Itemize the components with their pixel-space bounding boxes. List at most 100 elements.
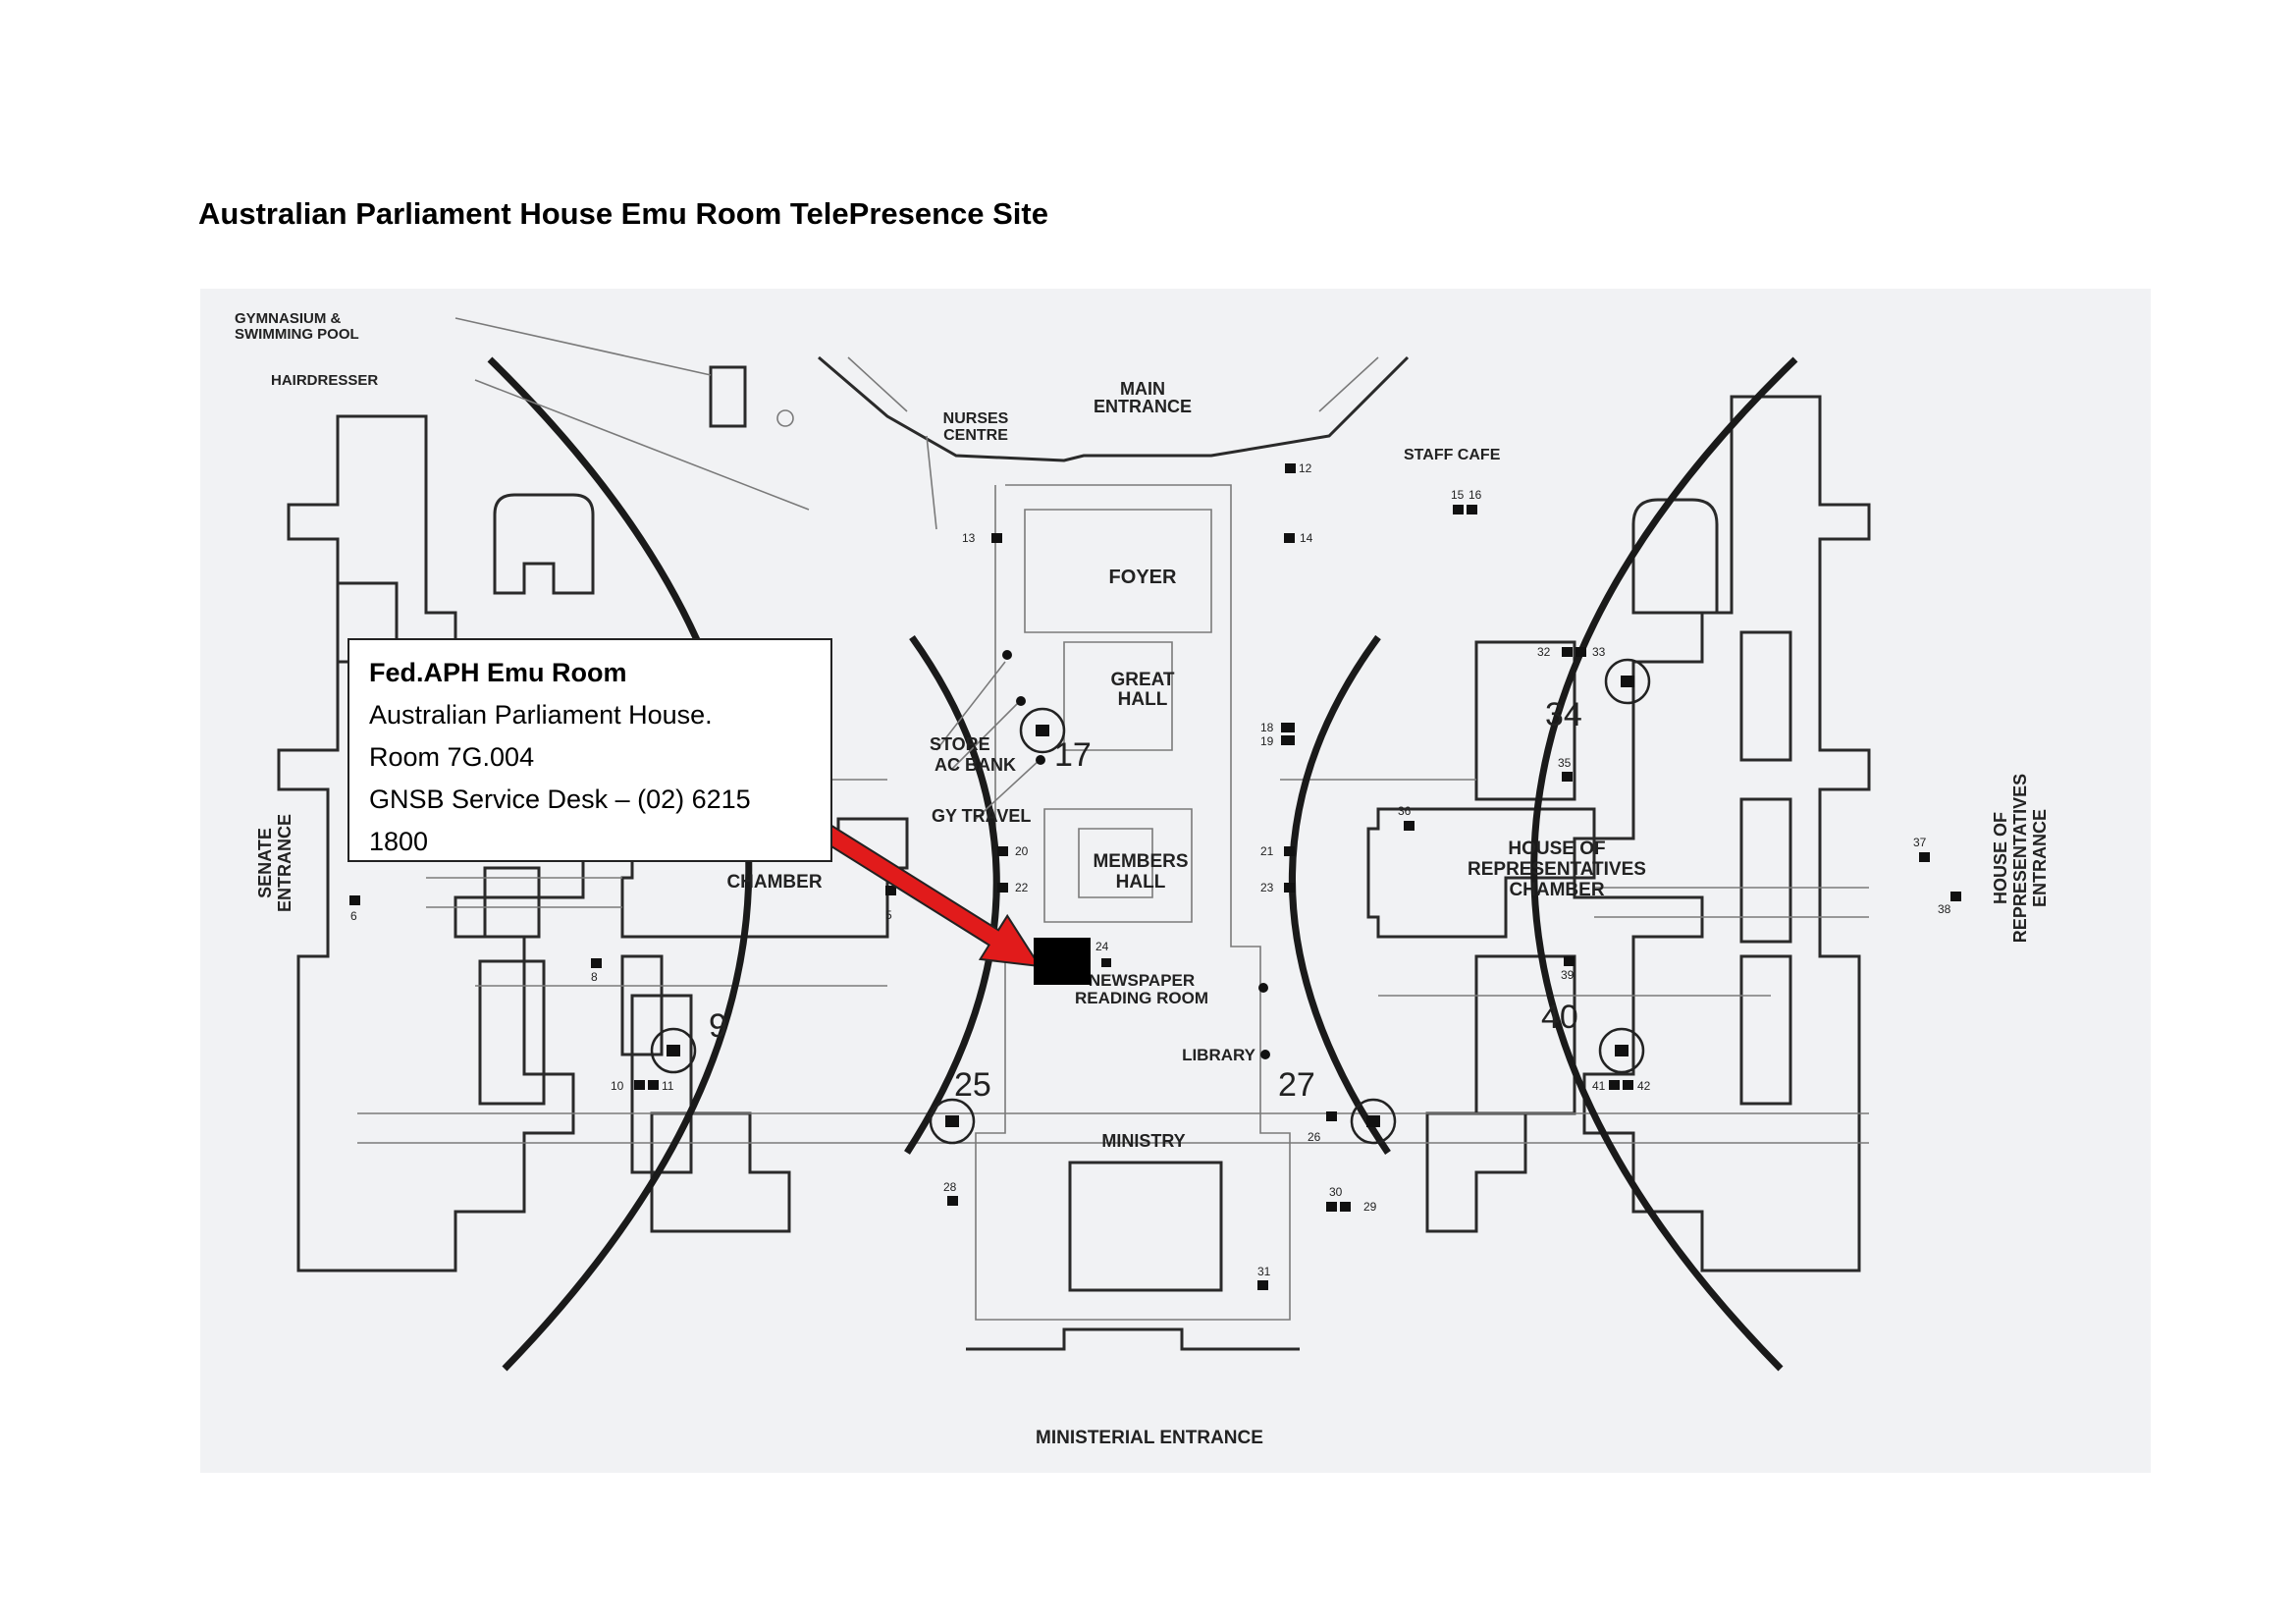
members-hall-label-2: HALL xyxy=(1116,872,1166,893)
reps-entrance-label-2: REPRESENTATIVES xyxy=(2010,774,2030,943)
reps-block-c xyxy=(1739,954,1792,1106)
num-26: 26 xyxy=(1308,1130,1321,1144)
room-number: Room 7G.004 xyxy=(369,742,535,772)
num-35: 35 xyxy=(1558,756,1572,770)
great-hall-label-2: HALL xyxy=(1118,689,1168,710)
floor-plan-svg: GYMNASIUM & SWIMMING POOL HAIRDRESSER MA… xyxy=(235,310,2050,1448)
num-29: 29 xyxy=(1363,1200,1377,1214)
bank-leader xyxy=(950,700,1021,771)
staff-cafe-label: STAFF CAFE xyxy=(1404,447,1501,463)
num-34: 34 xyxy=(1545,696,1582,733)
gym-label: GYMNASIUM & xyxy=(235,310,342,327)
reps-entrance-label-3: ENTRANCE xyxy=(2030,809,2050,907)
marker-9 xyxy=(650,1027,697,1074)
members-hall-outline xyxy=(1043,808,1193,923)
ministerial-forecourt xyxy=(966,1327,1300,1351)
gym-block xyxy=(709,365,747,428)
senate-block-a xyxy=(483,866,541,939)
travel-label: GY TRAVEL xyxy=(932,806,1031,826)
building-name: Australian Parliament House. xyxy=(369,700,713,730)
senate-entrance-label-group: SENATE ENTRANCE xyxy=(255,814,294,912)
num-22: 22 xyxy=(1015,881,1029,894)
num-31: 31 xyxy=(1257,1265,1271,1278)
phone-squares xyxy=(349,463,1961,1290)
marker-34 xyxy=(1604,658,1651,705)
num-38: 38 xyxy=(1938,902,1951,916)
library-dot xyxy=(1260,1050,1270,1059)
marker-25 xyxy=(929,1098,976,1145)
num-6: 6 xyxy=(350,909,357,923)
num-11: 11 xyxy=(662,1079,674,1093)
num-19: 19 xyxy=(1260,734,1274,748)
nurses-label-2: CENTRE xyxy=(943,427,1008,444)
gym-leader xyxy=(454,317,712,376)
num-24: 24 xyxy=(1095,940,1109,953)
num-33: 33 xyxy=(1592,645,1606,659)
reps-entrance-label: HOUSE OF xyxy=(1991,812,2010,904)
members-hall-label: MEMBERS xyxy=(1093,851,1188,872)
service-desk-line-2: 1800 xyxy=(369,827,429,856)
num-36: 36 xyxy=(1398,804,1412,818)
hairdresser-leader xyxy=(474,379,810,511)
room-info-box: Fed.APH Emu Room Australian Parliament H… xyxy=(347,638,832,862)
store-label: STORE xyxy=(930,734,990,754)
marker-27 xyxy=(1350,1098,1397,1145)
store-dot xyxy=(1002,650,1012,660)
nurses-label: NURSES xyxy=(943,410,1009,427)
ministry-block xyxy=(1068,1161,1223,1292)
num-17: 17 xyxy=(1054,736,1092,774)
room-location-marker xyxy=(1034,938,1091,985)
travel-dot xyxy=(1036,755,1045,765)
marker-40 xyxy=(1598,1027,1645,1074)
num-28: 28 xyxy=(943,1180,957,1194)
bank-label: AC BANK xyxy=(934,755,1016,775)
newspaper-label-2: READING ROOM xyxy=(1075,989,1208,1007)
foyer-label: FOYER xyxy=(1109,567,1177,588)
room-name: Fed.APH Emu Room xyxy=(369,658,627,687)
service-desk-line-1: GNSB Service Desk – (02) 6215 xyxy=(369,785,751,814)
left-upper-block xyxy=(493,493,595,595)
left-outer-arc xyxy=(487,356,753,1372)
num-16: 16 xyxy=(1468,488,1482,502)
main-entrance-label: MAIN xyxy=(1120,379,1165,399)
ministry-label: MINISTRY xyxy=(1101,1131,1185,1151)
num-5: 5 xyxy=(885,908,892,922)
right-outer-arc xyxy=(1530,356,1798,1372)
num-40: 40 xyxy=(1541,999,1578,1036)
senate-entrance-label: SENATE xyxy=(255,828,275,898)
num-13: 13 xyxy=(962,531,976,545)
red-arrow xyxy=(810,818,1041,968)
reps-entrance-label-group: HOUSE OF REPRESENTATIVES ENTRANCE xyxy=(1991,774,2050,943)
senate-block-c xyxy=(620,954,664,1056)
num-8: 8 xyxy=(591,970,598,984)
right-wing-wall xyxy=(1573,395,1871,1272)
num-39: 39 xyxy=(1561,968,1575,982)
num-18: 18 xyxy=(1260,721,1274,734)
reps-chamber-label: HOUSE OF xyxy=(1508,839,1605,859)
core-outline xyxy=(975,484,1291,1321)
reps-chamber-label-3: CHAMBER xyxy=(1509,880,1604,900)
senate-block-b xyxy=(478,959,546,1106)
store-leader xyxy=(935,661,1006,751)
gym-label-2: SWIMMING POOL xyxy=(235,326,359,343)
senate-entrance-label-2: ENTRANCE xyxy=(275,814,294,912)
floor-plan-map: GYMNASIUM & SWIMMING POOL HAIRDRESSER MA… xyxy=(200,289,2151,1473)
document-title: Australian Parliament House Emu Room Tel… xyxy=(198,196,1048,231)
reps-block-b xyxy=(1739,797,1792,944)
num-9: 9 xyxy=(709,1007,727,1045)
num-21: 21 xyxy=(1260,844,1274,858)
ministerial-entrance-label: MINISTERIAL ENTRANCE xyxy=(1036,1428,1263,1448)
newspaper-dot xyxy=(1258,983,1268,993)
num-14: 14 xyxy=(1300,531,1313,545)
main-entrance-approach xyxy=(847,356,1379,412)
num-25: 25 xyxy=(954,1066,991,1104)
newspaper-label: NEWSPAPER xyxy=(1089,971,1195,990)
num-37: 37 xyxy=(1913,836,1927,849)
main-entrance-label-2: ENTRANCE xyxy=(1094,397,1192,416)
num-41: 41 xyxy=(1592,1079,1606,1093)
reps-chamber-outline xyxy=(1366,807,1596,939)
num-23: 23 xyxy=(1260,881,1274,894)
num-20: 20 xyxy=(1015,844,1029,858)
nurses-leader xyxy=(926,435,937,530)
foyer-outline xyxy=(1024,509,1212,751)
